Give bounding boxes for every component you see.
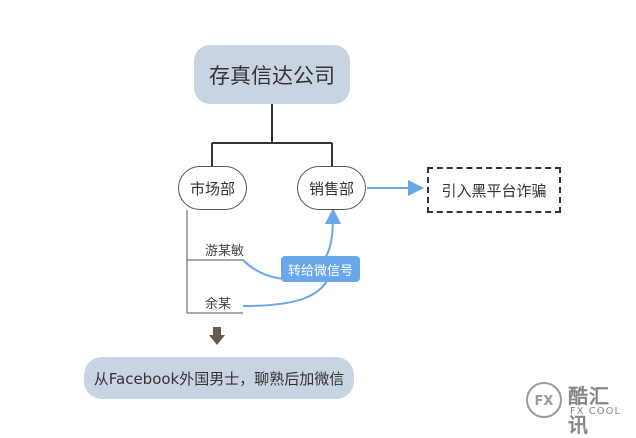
- source-label: 从Facebook外国男士，聊熟后加微信: [93, 369, 345, 388]
- watermark-sub: FX COOL: [570, 406, 622, 417]
- department-sales-label: 销售部: [308, 179, 354, 198]
- watermark-logo-letters: FX: [535, 394, 554, 409]
- department-node-sales: 销售部: [297, 166, 366, 210]
- department-node-market: 市场部: [178, 166, 247, 210]
- watermark: FX 酷汇讯 FX COOL: [524, 380, 628, 437]
- root-to-departments-line: [211, 104, 333, 166]
- member-label-1: 游某敏: [205, 244, 245, 259]
- outcome-label: 引入黑平台诈骗: [441, 181, 547, 200]
- outcome-node: 引入黑平台诈骗: [427, 167, 561, 213]
- department-market-label: 市场部: [189, 179, 235, 198]
- market-members-line: [186, 210, 243, 314]
- member-label-2: 余某: [205, 297, 232, 312]
- action-badge-label: 转给微信号: [287, 263, 353, 279]
- action-badge: 转给微信号: [281, 256, 360, 282]
- root-node-label: 存真信达公司: [209, 63, 335, 88]
- watermark-logo-icon: FX: [526, 382, 562, 418]
- root-node-company: 存真信达公司: [194, 45, 350, 104]
- arrow-down-icon: [209, 327, 225, 345]
- source-node: 从Facebook外国男士，聊熟后加微信: [84, 357, 354, 399]
